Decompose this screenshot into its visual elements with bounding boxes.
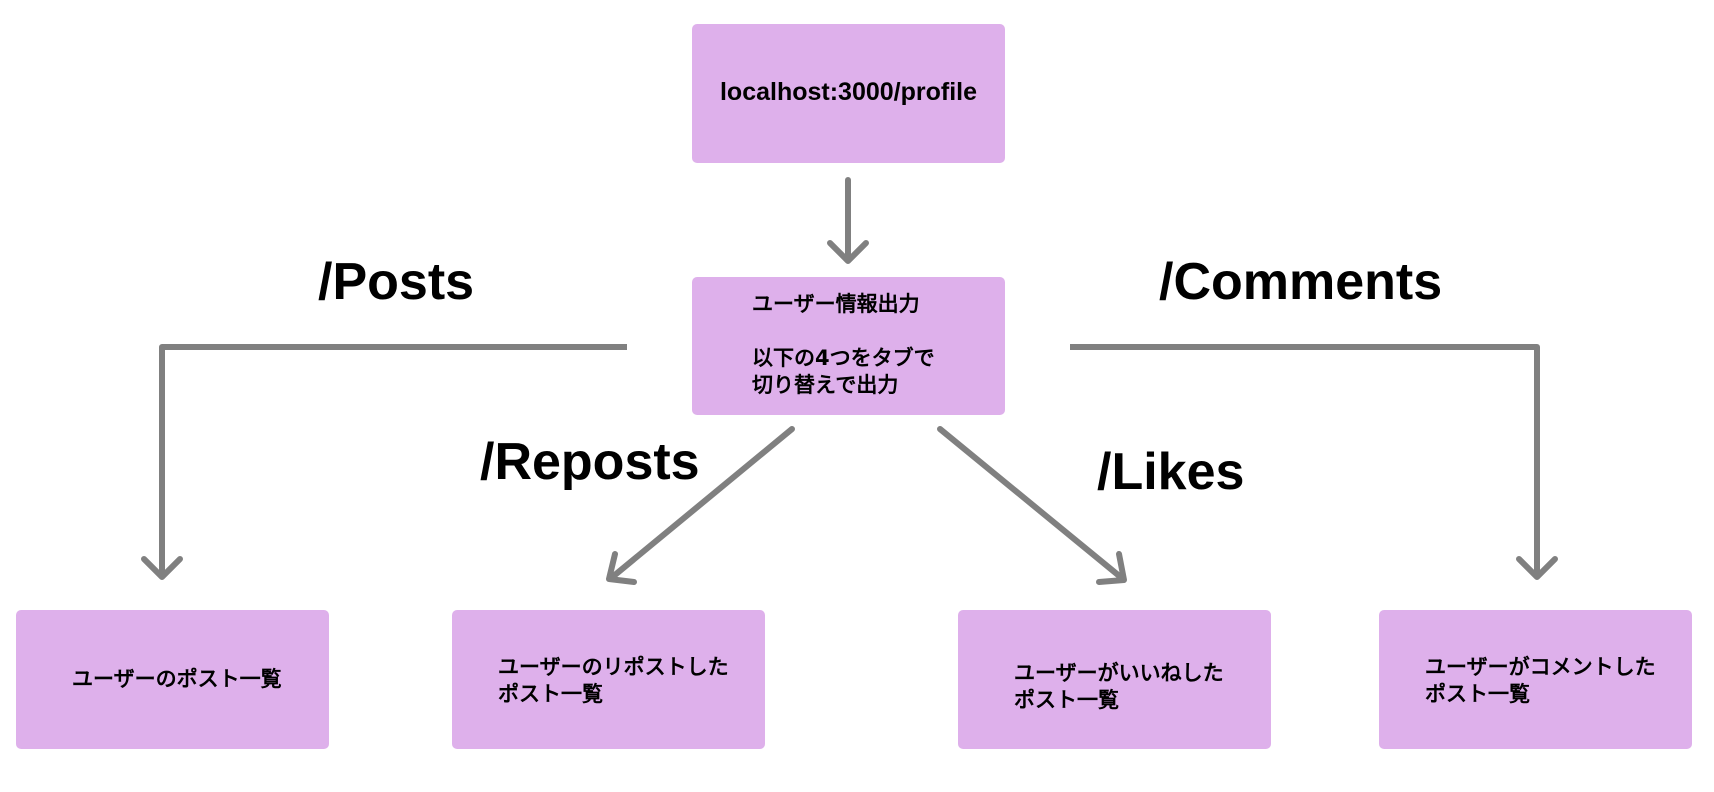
comments-node: ユーザーがコメントした ポスト一覧 <box>1379 610 1692 749</box>
profile-node-text: ユーザー情報出力 以下の4つをタブで 切り替えで出力 <box>752 292 935 397</box>
route-label-likes: /Likes <box>1097 443 1245 501</box>
arrow-to-comments <box>1070 344 1558 580</box>
profile-node: ユーザー情報出力 以下の4つをタブで 切り替えで出力 <box>692 277 1005 415</box>
comments-node-text: ユーザーがコメントした ポスト一覧 <box>1425 655 1656 706</box>
root-url-node: localhost:3000/profile <box>692 24 1005 163</box>
likes-node-text: ユーザーがいいねした ポスト一覧 <box>1014 661 1224 712</box>
posts-node-text: ユーザーのポスト一覧 <box>72 667 282 691</box>
posts-node: ユーザーのポスト一覧 <box>16 610 329 749</box>
reposts-node-text: ユーザーのリポストした ポスト一覧 <box>498 655 729 706</box>
arrow-to-posts <box>141 344 627 580</box>
root-url-text: localhost:3000/profile <box>719 78 978 106</box>
route-label-comments: /Comments <box>1159 253 1443 311</box>
likes-node: ユーザーがいいねした ポスト一覧 <box>958 610 1271 749</box>
route-label-posts: /Posts <box>318 253 475 311</box>
arrow-root-to-profile <box>827 177 869 264</box>
reposts-node: ユーザーのリポストした ポスト一覧 <box>452 610 765 749</box>
arrow-to-reposts <box>606 426 795 585</box>
route-label-reposts: /Reposts <box>480 433 700 491</box>
arrow-to-likes <box>937 426 1127 585</box>
